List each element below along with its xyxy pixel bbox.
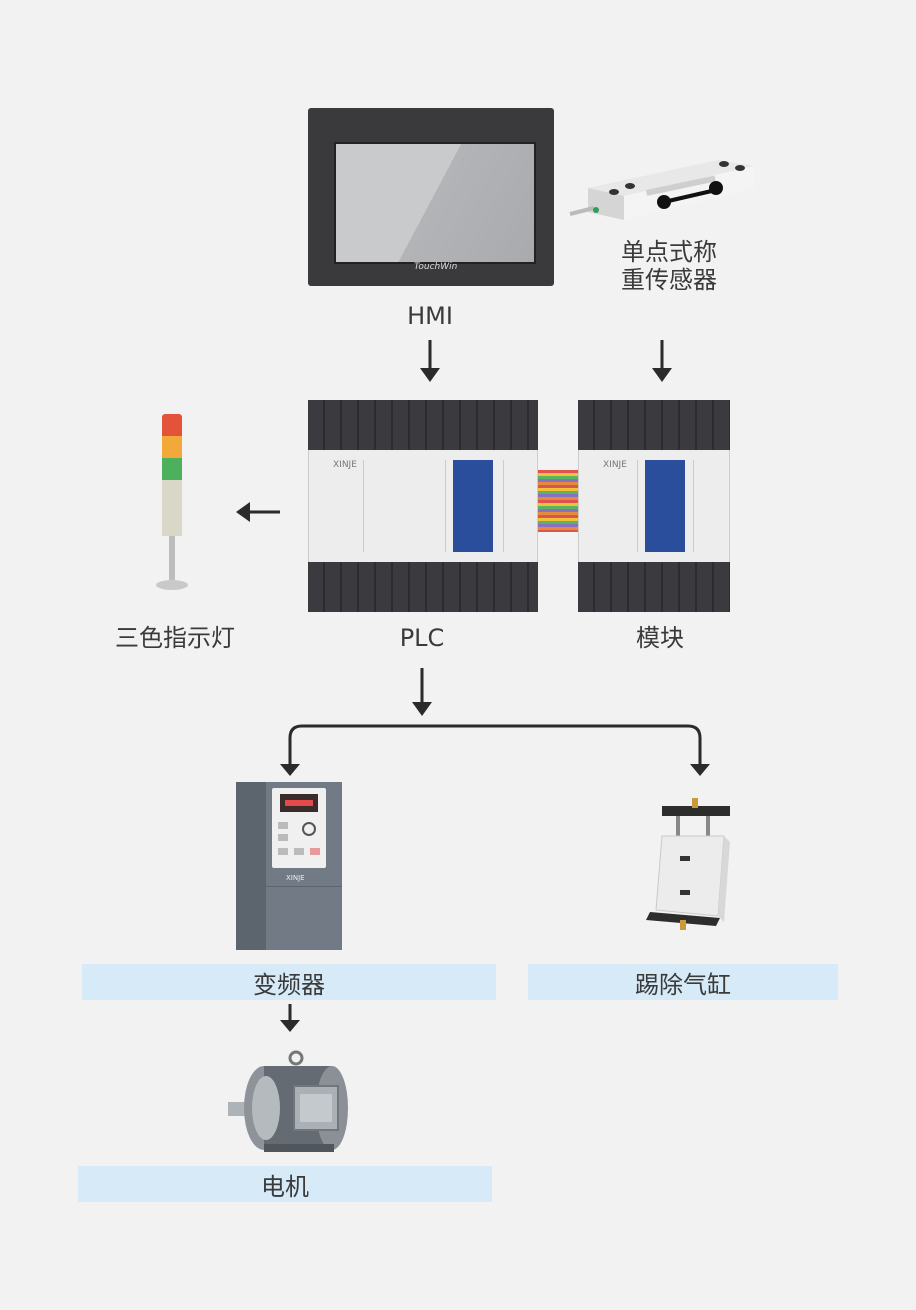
plc-bottom-terminal xyxy=(308,562,538,612)
arrow-hmi-to-plc xyxy=(420,340,440,382)
sensor-label-line1: 单点式称 xyxy=(621,238,717,266)
inverter-knob xyxy=(302,822,316,836)
inverter-keypad xyxy=(272,788,326,868)
module-blue-panel xyxy=(645,460,685,552)
plc-label: PLC xyxy=(399,624,445,652)
tower-light-label: 三色指示灯 xyxy=(115,624,235,652)
hmi-label: HMI xyxy=(407,302,453,330)
inverter-device: XINJE xyxy=(236,782,342,950)
branch-connector xyxy=(280,724,710,776)
hmi-device: TouchWin xyxy=(308,108,554,286)
plc-blue-panel xyxy=(453,460,493,552)
arrow-inverter-to-motor xyxy=(280,1004,300,1032)
inverter-label: 变频器 xyxy=(82,964,496,1000)
tower-light xyxy=(156,414,188,594)
motor xyxy=(228,1050,348,1152)
ribbon-cable xyxy=(538,470,578,532)
module-top-terminal xyxy=(578,400,730,450)
cylinder-label: 踢除气缸 xyxy=(528,964,838,1000)
plc-brand: XINJE xyxy=(333,460,357,470)
module-brand: XINJE xyxy=(603,460,627,470)
sensor-label-line2: 重传感器 xyxy=(621,266,717,294)
inverter-brand: XINJE xyxy=(286,874,305,882)
kick-cylinder xyxy=(646,798,730,930)
motor-label: 电机 xyxy=(78,1166,492,1202)
hmi-brand: TouchWin xyxy=(414,262,458,272)
plc-device: XINJE xyxy=(308,400,538,612)
plc-top-terminal xyxy=(308,400,538,450)
arrow-plc-down xyxy=(412,668,432,716)
load-cell-sensor xyxy=(569,160,754,220)
arrow-sensor-to-module xyxy=(652,340,672,382)
hmi-screen xyxy=(334,142,536,264)
module-label: 模块 xyxy=(636,624,684,652)
module-device: XINJE xyxy=(578,400,730,612)
module-bottom-terminal xyxy=(578,562,730,612)
arrow-plc-to-tower-light xyxy=(236,502,280,522)
